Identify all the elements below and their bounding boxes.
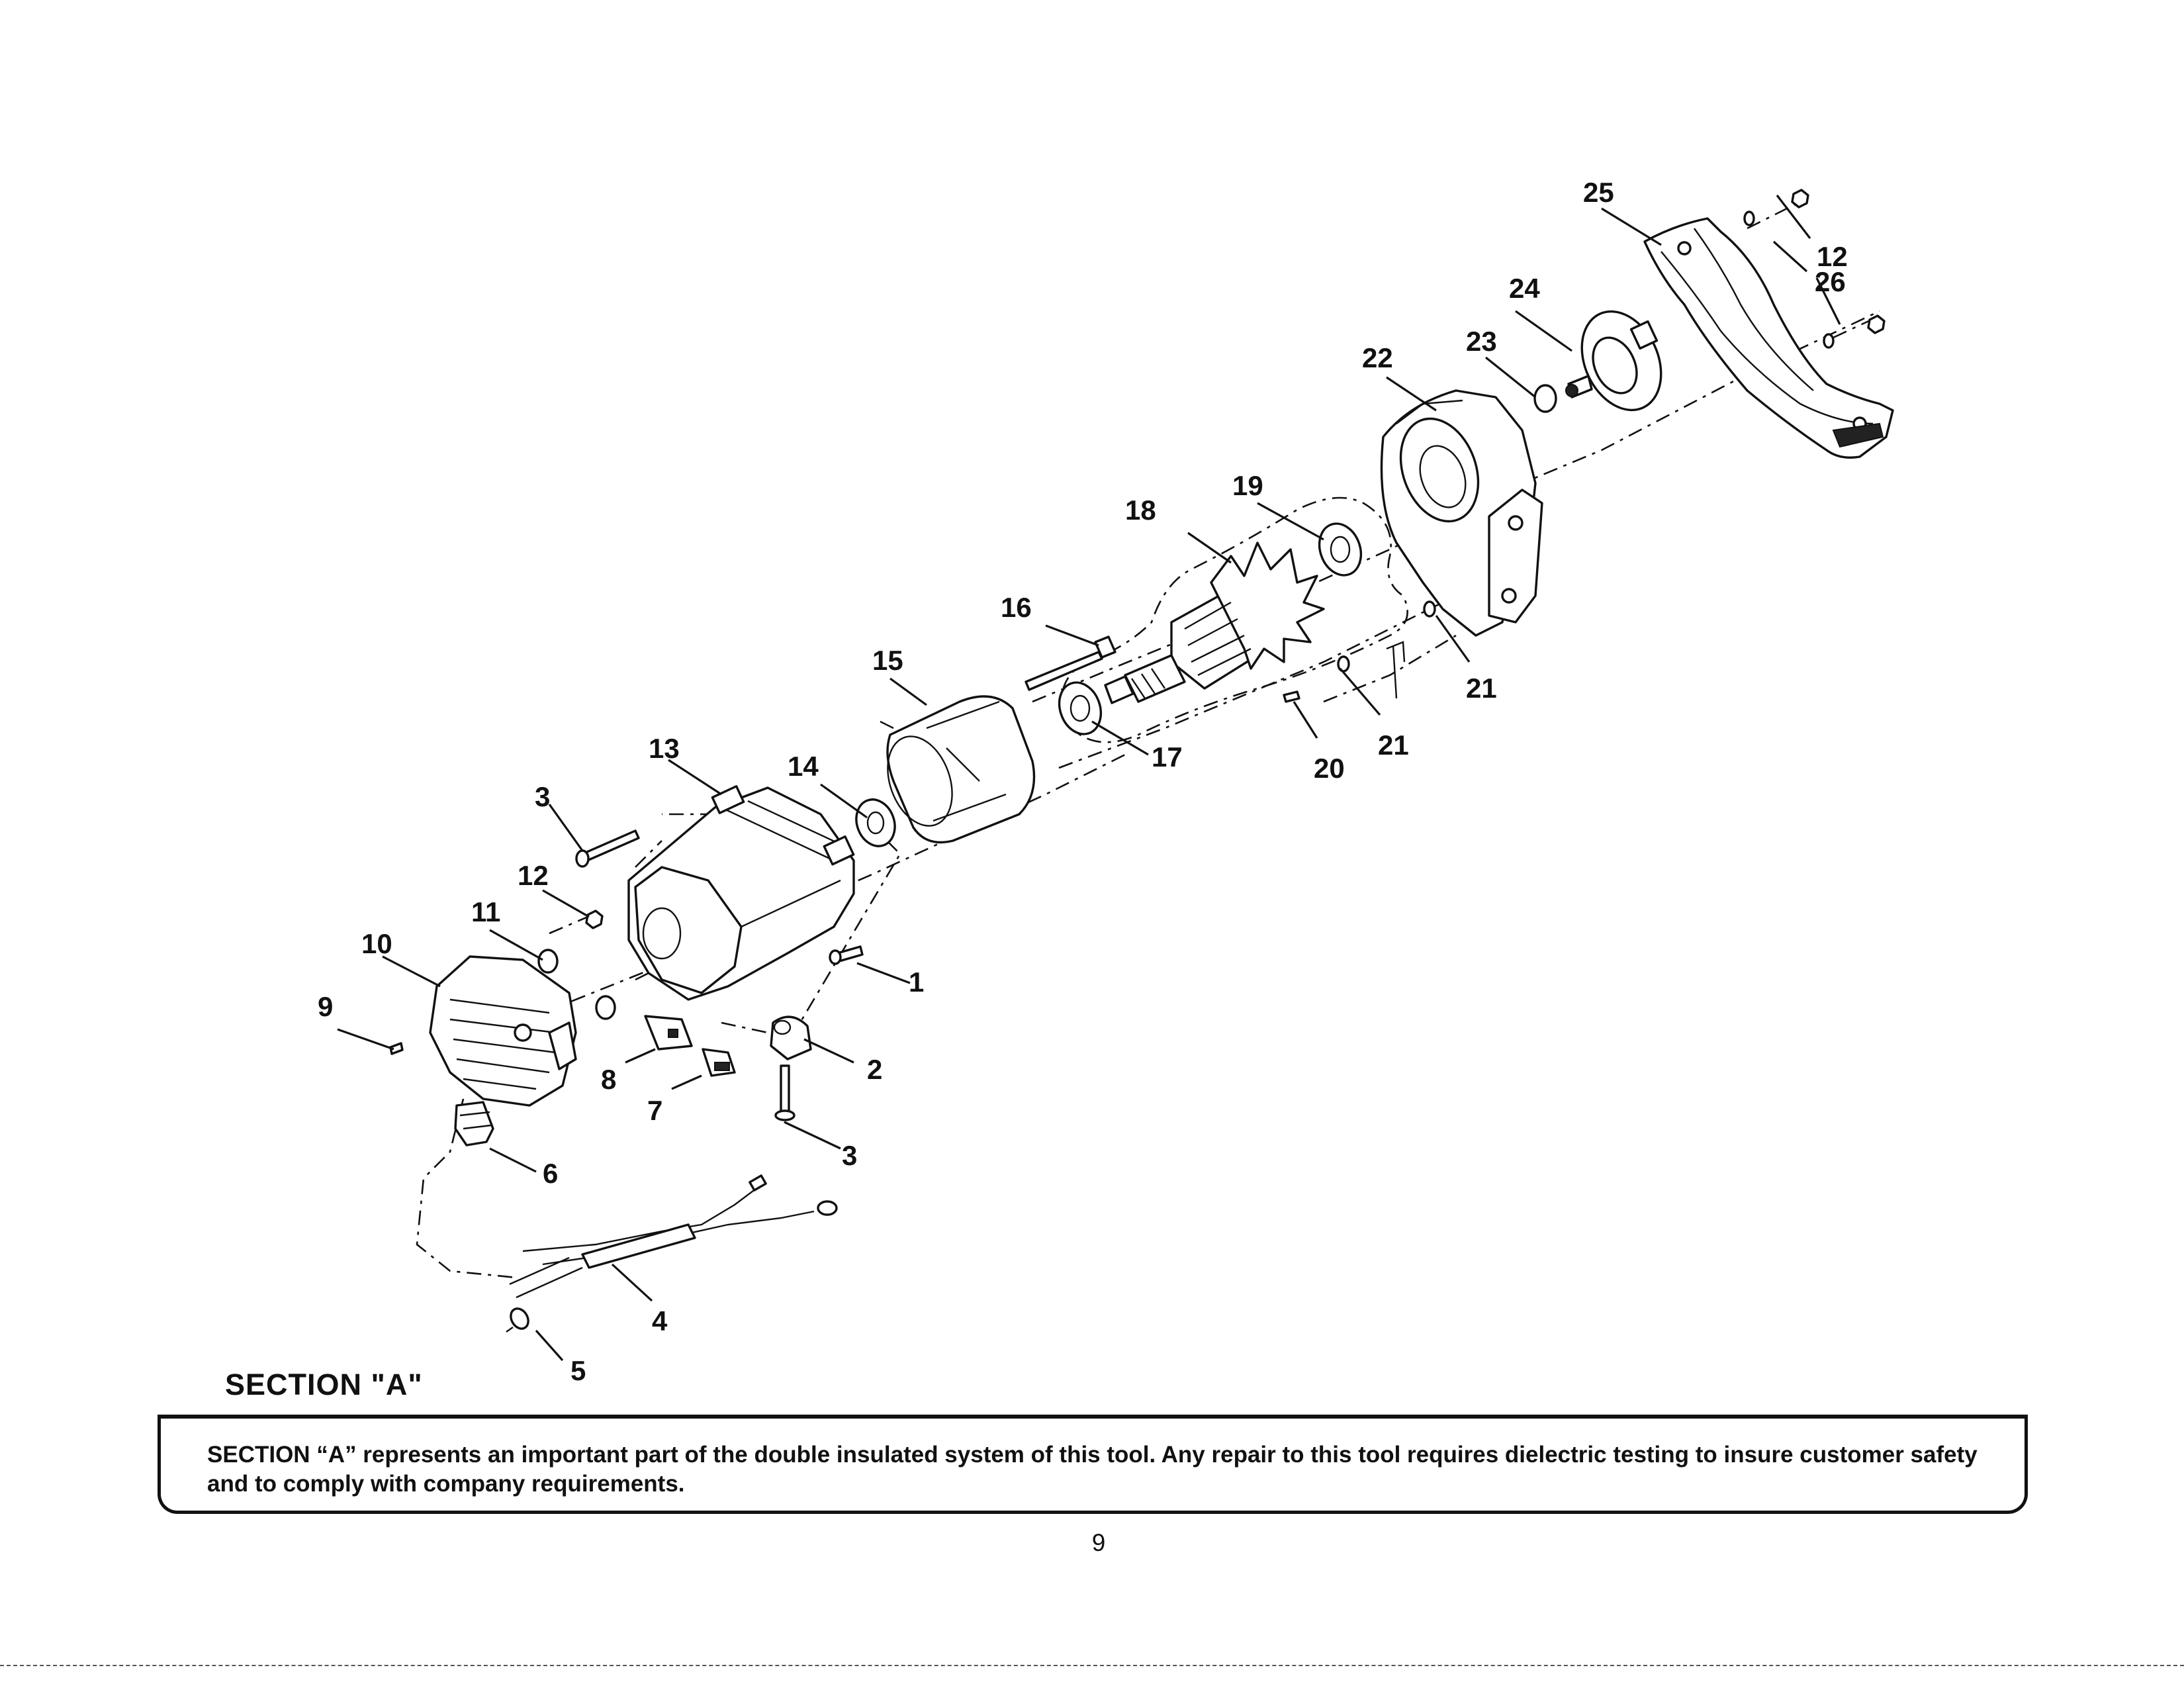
callout-21-upper: 21 bbox=[1466, 673, 1497, 704]
callout-26: 26 bbox=[1815, 266, 1846, 297]
callout-14: 14 bbox=[788, 751, 819, 782]
callout-25: 25 bbox=[1583, 177, 1614, 208]
armature-part-18 bbox=[1104, 541, 1325, 704]
bearing-part-17 bbox=[1058, 681, 1103, 735]
leader-lines bbox=[337, 195, 1841, 1362]
callout-13: 13 bbox=[649, 733, 680, 764]
callout-22: 22 bbox=[1362, 342, 1393, 373]
callout-12-lower: 12 bbox=[518, 860, 549, 891]
blade-guard-part-25 bbox=[1643, 217, 1894, 459]
cord-clamp-part-2 bbox=[770, 1015, 812, 1060]
brush-holder-part-8 bbox=[644, 1015, 693, 1051]
screw-part-1 bbox=[829, 945, 864, 965]
screw-part-9 bbox=[389, 1042, 404, 1055]
callout-16: 16 bbox=[1001, 592, 1032, 623]
notice-text: SECTION “A” represents an important part… bbox=[207, 1442, 1978, 1497]
wire-harness-part-4 bbox=[509, 1174, 838, 1299]
callout-2: 2 bbox=[867, 1054, 882, 1085]
callout-17: 17 bbox=[1152, 741, 1183, 773]
bearing-part-19 bbox=[1318, 522, 1363, 577]
callout-23: 23 bbox=[1466, 326, 1497, 357]
washer-part-14 bbox=[855, 798, 896, 847]
page-number: 9 bbox=[1091, 1529, 1106, 1556]
brush-part-7 bbox=[702, 1048, 736, 1077]
nut-part-12-lower bbox=[585, 910, 604, 929]
callout-24: 24 bbox=[1509, 273, 1540, 304]
screw-part-3-lower bbox=[774, 1064, 796, 1121]
callout-20: 20 bbox=[1314, 753, 1345, 784]
callout-19: 19 bbox=[1232, 470, 1263, 501]
callout-5: 5 bbox=[570, 1355, 586, 1386]
callout-numbers: 1 2 3 3 4 5 6 7 8 9 10 11 12 12 13 14 15… bbox=[318, 177, 1848, 1386]
guard-hardware-parts-12-26 bbox=[1743, 189, 1886, 349]
callout-9: 9 bbox=[318, 991, 333, 1022]
screw-part-16 bbox=[1024, 635, 1116, 691]
armature-group-outline bbox=[1060, 496, 1408, 743]
callout-6: 6 bbox=[543, 1158, 558, 1189]
assembly-axis-lines bbox=[416, 201, 1880, 1279]
notice-box: SECTION “A” represents an important part… bbox=[158, 1415, 2028, 1514]
callout-10: 10 bbox=[361, 928, 392, 959]
motor-housing-part-13 bbox=[627, 785, 855, 1001]
screw-part-3-upper bbox=[575, 829, 640, 868]
end-cover-part-10 bbox=[429, 955, 577, 1107]
bearing-part-23 bbox=[1533, 384, 1557, 413]
callout-4: 4 bbox=[652, 1305, 668, 1336]
callout-8: 8 bbox=[601, 1064, 616, 1095]
scan-edge-divider bbox=[0, 1665, 2184, 1669]
callout-18: 18 bbox=[1125, 494, 1156, 526]
callout-15: 15 bbox=[872, 645, 903, 676]
section-title: SECTION "A" bbox=[225, 1368, 423, 1401]
callout-1: 1 bbox=[909, 966, 924, 998]
callout-11: 11 bbox=[471, 896, 500, 927]
screw-part-20 bbox=[1283, 690, 1300, 703]
strain-relief-part-6 bbox=[454, 1101, 494, 1147]
gear-case-part-22 bbox=[1380, 389, 1543, 637]
callout-21-lower: 21 bbox=[1378, 729, 1409, 761]
callout-7: 7 bbox=[647, 1095, 662, 1126]
field-stator-part-15 bbox=[880, 695, 1036, 844]
callout-3-upper: 3 bbox=[535, 781, 550, 812]
bushing-part-11 bbox=[537, 949, 616, 1020]
spindle-plate-part-24 bbox=[1565, 310, 1662, 412]
callout-3-lower: 3 bbox=[842, 1140, 857, 1171]
callout-12-upper: 12 bbox=[1817, 241, 1848, 272]
wire-nut-part-5 bbox=[506, 1307, 529, 1333]
